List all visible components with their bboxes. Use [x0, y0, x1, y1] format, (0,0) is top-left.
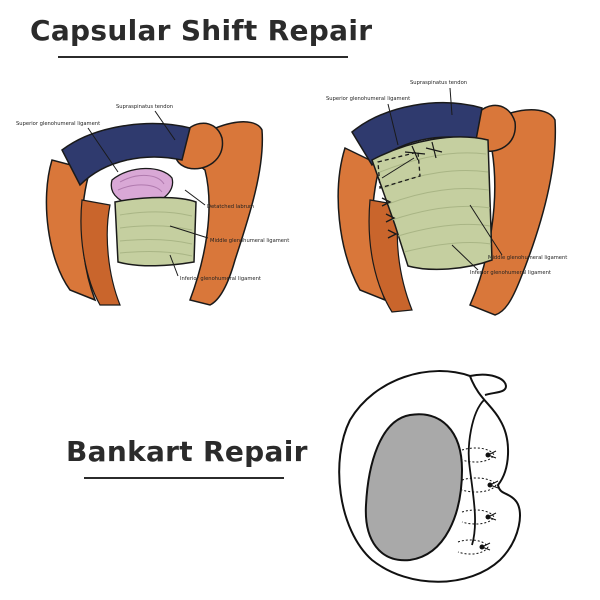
left-shoulder-figure — [45, 110, 264, 306]
left-supraspinatus-tendon — [61, 122, 191, 187]
right-label-middle: Middle glenohumeral ligament — [488, 255, 567, 261]
left-muscle-right — [178, 121, 264, 306]
capsular-shift-title: Capsular Shift Repair — [30, 14, 373, 47]
left-label-inferior: Inferior glenohumeral ligament — [180, 276, 261, 282]
bankart-glenoid-bone — [364, 413, 464, 562]
bankart-repair-title: Bankart Repair — [66, 435, 308, 468]
left-label-labrum: Detatched labrum — [207, 204, 254, 210]
left-label-superior: Superior glenohumeral ligament — [16, 121, 100, 127]
left-muscle-lower — [80, 199, 121, 306]
left-label-middle: Middle glenohumeral ligament — [210, 238, 289, 244]
right-label-inferior: Inferior glenohumeral ligament — [470, 270, 551, 276]
right-dashed-incision — [377, 151, 421, 189]
right-label-superior: Superior glenohumeral ligament — [326, 96, 410, 102]
left-capsule-flap — [114, 196, 197, 267]
bankart-figure — [338, 370, 521, 583]
right-shoulder-figure — [337, 87, 557, 316]
right-label-supraspinatus: Supraspinatus tendon — [410, 80, 467, 86]
bankart-title-underline — [84, 477, 284, 479]
capsular-title-underline — [58, 56, 348, 58]
left-label-supraspinatus: Supraspinatus tendon — [116, 104, 173, 110]
